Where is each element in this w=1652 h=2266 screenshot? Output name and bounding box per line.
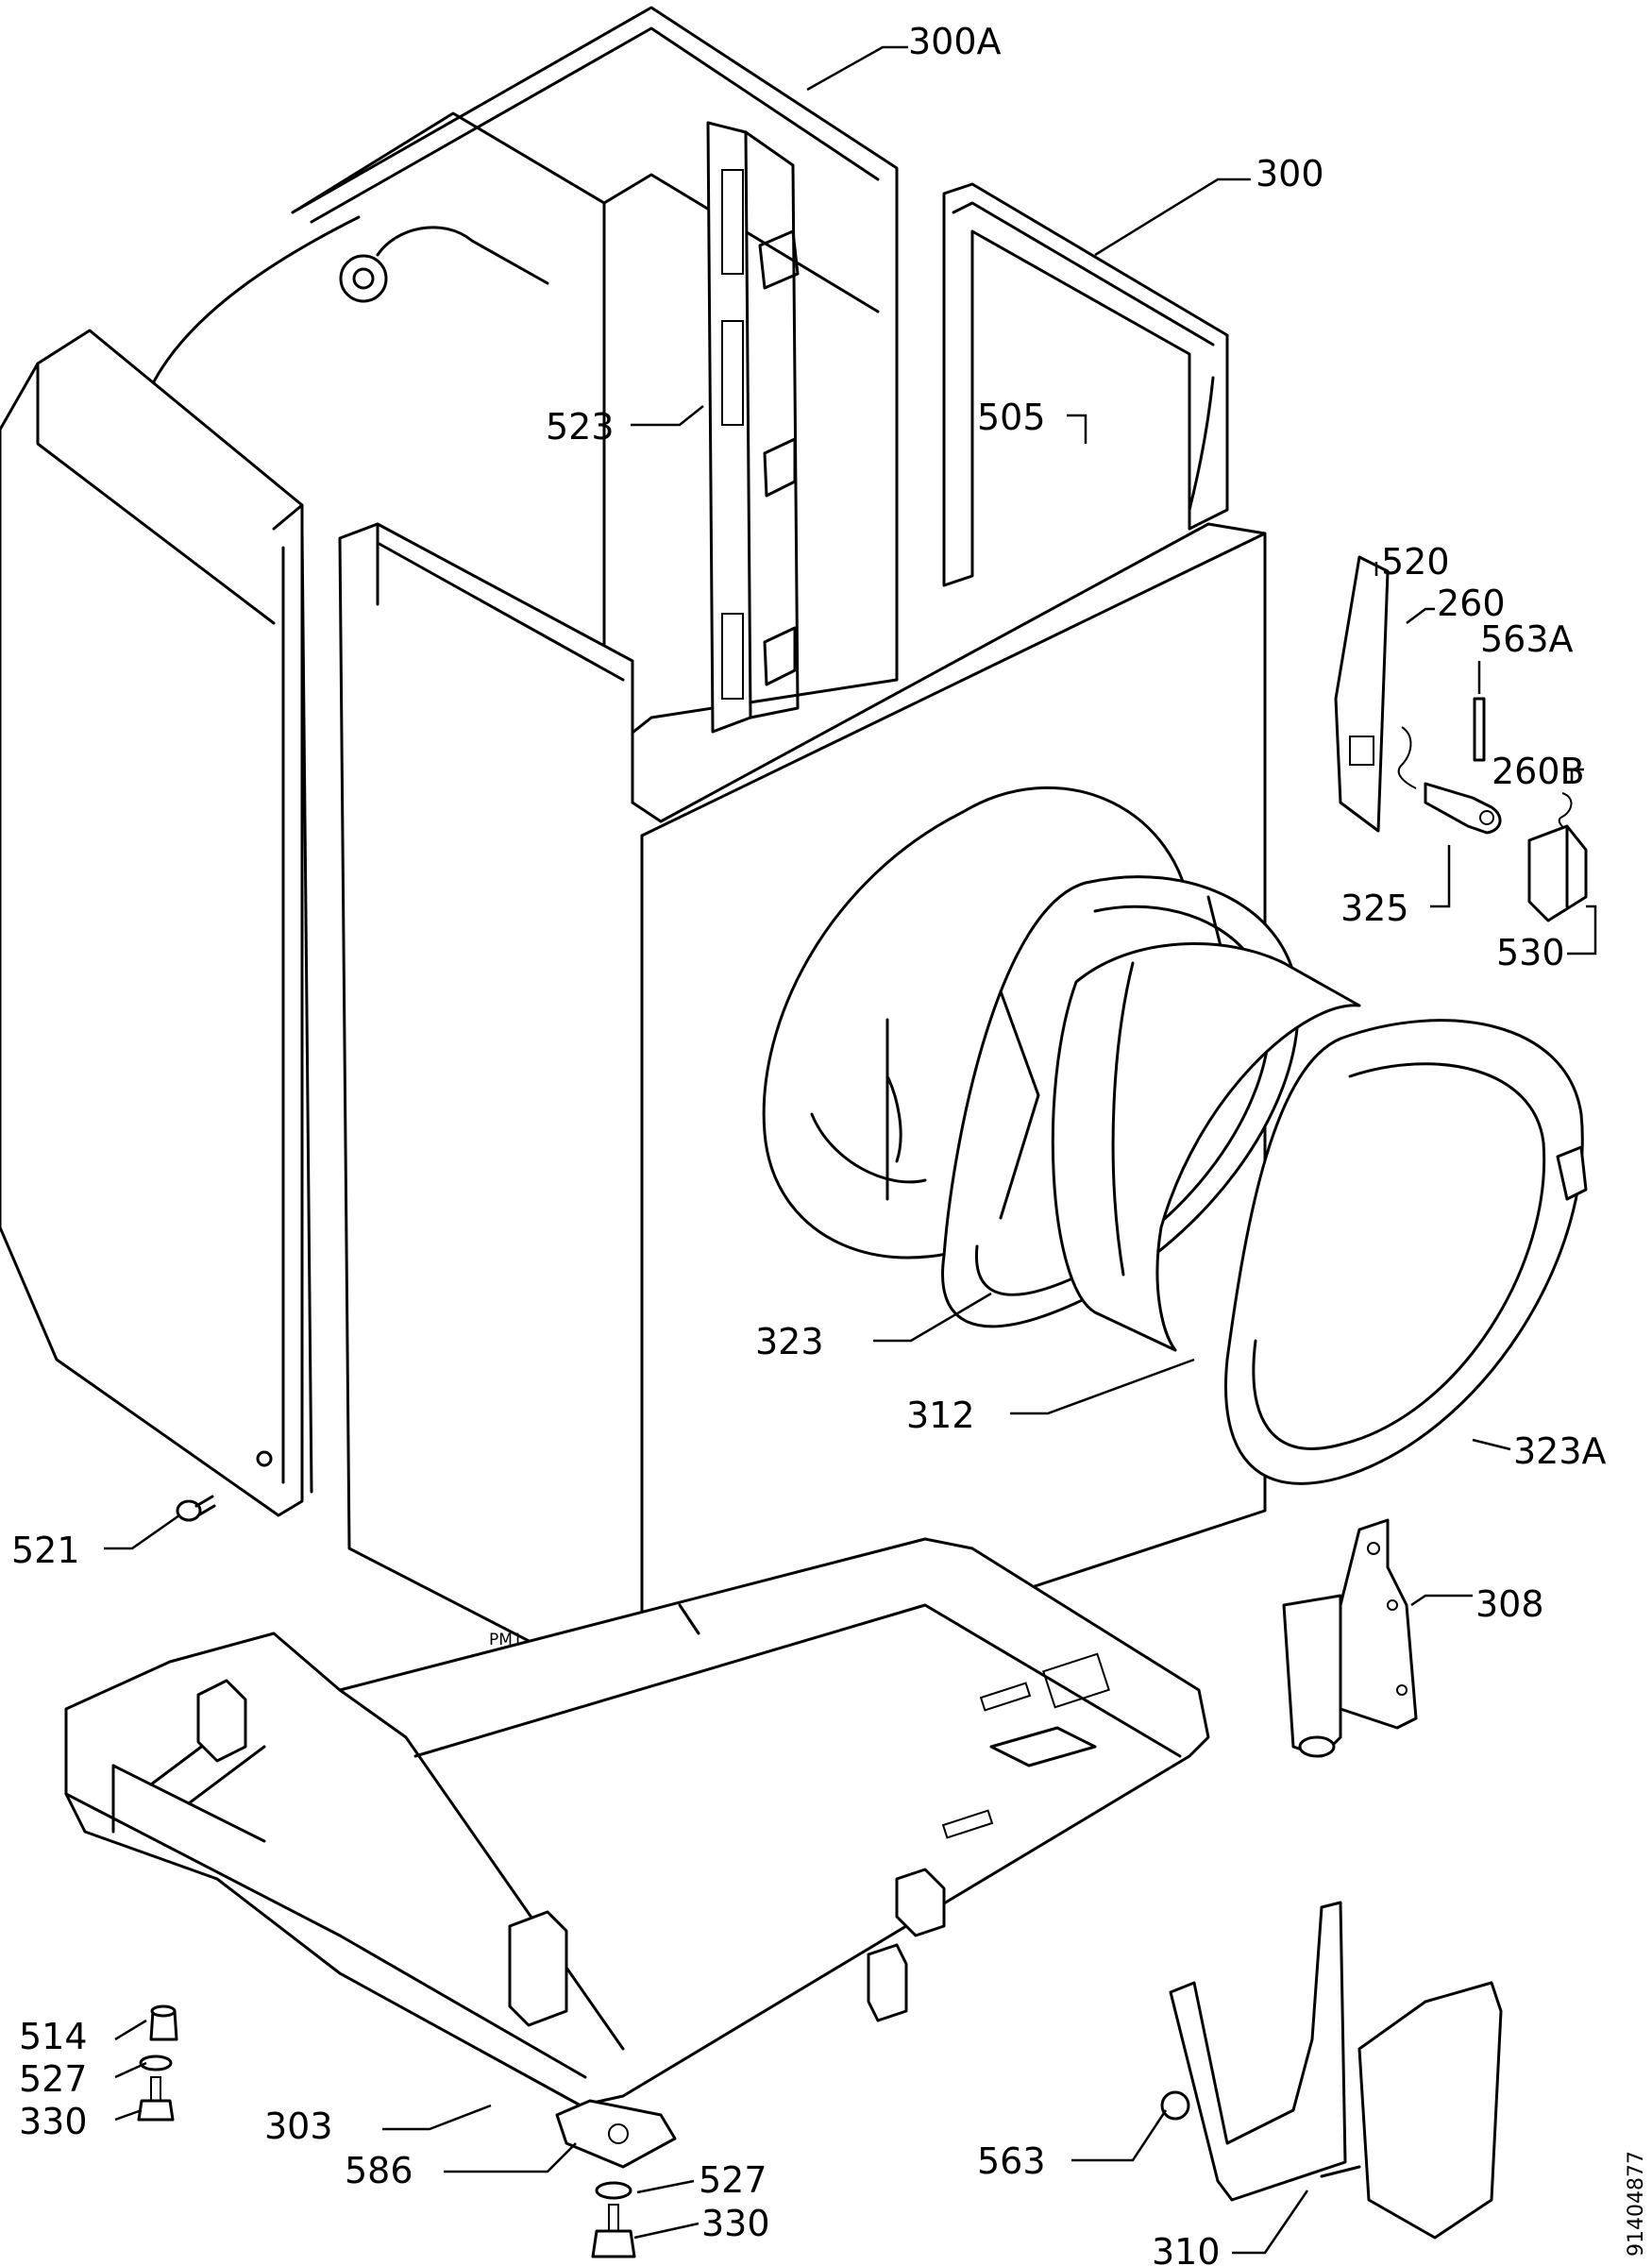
label-260: 260 xyxy=(1437,583,1506,624)
label-300: 300 xyxy=(1256,153,1324,194)
right-side-frame-300 xyxy=(942,182,1229,587)
screw-521 xyxy=(176,1495,216,1522)
left-side-panel xyxy=(0,329,313,1517)
mark-pm1: PM1 xyxy=(489,1631,523,1649)
label-563A: 563A xyxy=(1480,618,1574,660)
label-310: 310 xyxy=(1152,2231,1221,2266)
foot-parts-left xyxy=(137,2004,178,2122)
label-505: 505 xyxy=(977,397,1046,438)
drum-312 xyxy=(1051,942,1361,1352)
hinge-308 xyxy=(1282,1518,1418,1758)
label-563: 563 xyxy=(977,2140,1046,2182)
document-number: 91404877 xyxy=(1625,2151,1648,2257)
label-586: 586 xyxy=(345,2150,413,2191)
label-523: 523 xyxy=(546,406,615,448)
label-330-left: 330 xyxy=(19,2101,88,2142)
label-308: 308 xyxy=(1475,1583,1544,1625)
base-frame-303 xyxy=(64,1537,1210,2107)
leader-lines xyxy=(104,45,1597,2255)
label-312: 312 xyxy=(906,1395,975,1436)
label-303: 303 xyxy=(264,2105,333,2147)
label-260B: 260B xyxy=(1492,751,1585,792)
door-ring-323A xyxy=(1224,1019,1588,1485)
kickplate-563 xyxy=(1160,1901,1347,2202)
label-330-bottom: 330 xyxy=(701,2203,770,2244)
label-323A: 323A xyxy=(1513,1430,1607,1472)
part-labels: 300A 300 505 523 520 260 563A 260B 325 5… xyxy=(11,21,1648,2266)
foot-parts-bottom xyxy=(555,2099,677,2258)
label-530: 530 xyxy=(1496,932,1565,973)
label-514: 514 xyxy=(19,2016,88,2057)
service-door-310 xyxy=(1320,1981,1503,2240)
label-300A: 300A xyxy=(908,21,1002,62)
label-527-left: 527 xyxy=(19,2058,88,2100)
label-527-bottom: 527 xyxy=(699,2159,767,2201)
label-520: 520 xyxy=(1381,541,1450,583)
door-lock-parts xyxy=(1334,555,1588,922)
label-521: 521 xyxy=(11,1530,80,1571)
rear-strip-523 xyxy=(706,121,800,734)
label-323: 323 xyxy=(755,1321,824,1362)
label-325: 325 xyxy=(1340,888,1409,929)
